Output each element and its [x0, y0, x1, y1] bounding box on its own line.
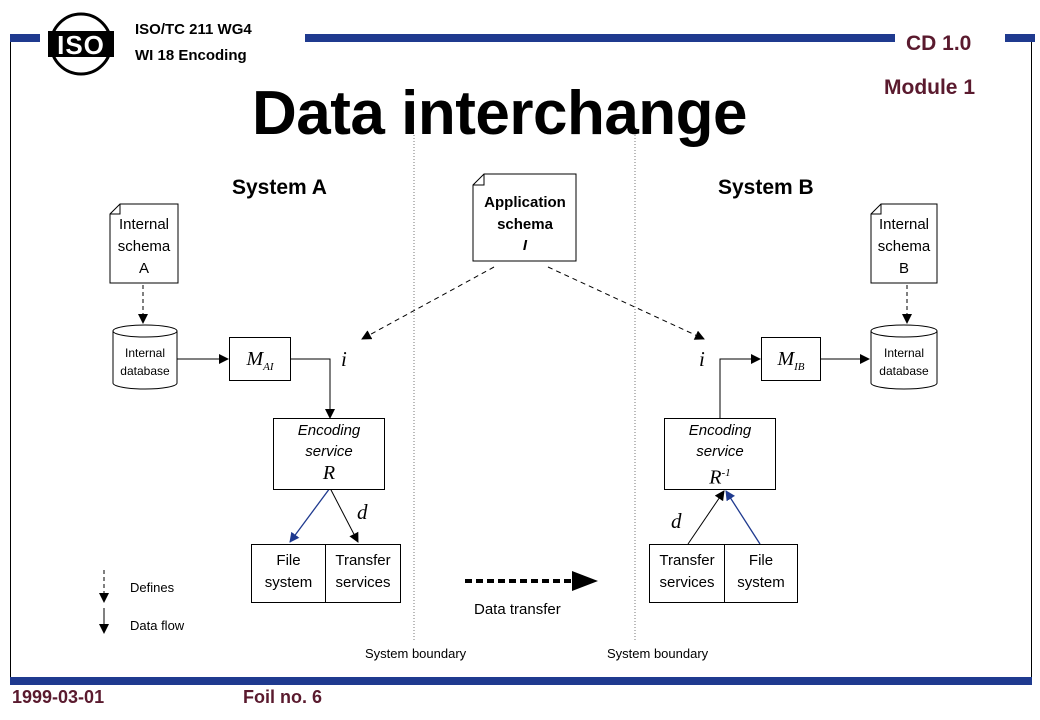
mapping-ai-symbol: M	[246, 348, 264, 370]
system-b-label: System B	[718, 176, 814, 199]
mapping-ai-box: MAI	[229, 337, 291, 381]
mapping-ib-box: MIB	[761, 337, 821, 381]
file-system-a-line1: File	[276, 552, 301, 569]
transfer-services-a: Transfer services	[325, 544, 401, 603]
internal-schema-b-line2: schema	[877, 238, 931, 255]
header-bar-left	[10, 34, 40, 42]
encoding-service-b: Encoding service R-1	[664, 418, 776, 490]
transfer-services-a-line1: Transfer	[335, 552, 391, 569]
internal-schema-a-line1: Internal	[118, 216, 170, 233]
file-system-a-line2: system	[264, 574, 313, 591]
internal-database-b: Internal database	[871, 345, 937, 385]
transfer-services-a-line2: services	[335, 574, 391, 591]
internal-database-b-line2: database	[879, 364, 929, 378]
transfer-services-b: Transfer services	[649, 544, 725, 603]
legend-defines: Defines	[130, 580, 175, 595]
module-label: Module 1	[884, 76, 976, 99]
application-schema: Application schema I	[473, 192, 577, 260]
footer-bar	[10, 677, 1032, 685]
frame-right	[1031, 42, 1032, 677]
encoding-service-a: Encoding service R	[273, 418, 385, 490]
file-system-b: File system	[724, 544, 798, 603]
internal-schema-b-line3: B	[898, 260, 909, 277]
version-label: CD 1.0	[906, 32, 972, 55]
internal-schema-a-shape	[109, 203, 179, 284]
encoding-service-b-superscript: -1	[721, 467, 731, 479]
internal-schema-a-line2: schema	[117, 238, 171, 255]
internal-schema-a-line3: A	[138, 260, 149, 277]
header-bar-right	[1005, 34, 1035, 42]
encoding-service-a-line1: Encoding	[297, 422, 361, 439]
system-boundary-left-label: System boundary	[365, 646, 467, 661]
org-line-1: ISO/TC 211 WG4	[135, 21, 252, 38]
application-schema-shape	[472, 173, 577, 262]
internal-database-a-line1: Internal	[124, 346, 166, 360]
encoding-service-b-line1: Encoding	[688, 422, 752, 439]
internal-database-a-shape	[112, 331, 178, 390]
internal-schema-b-shape	[870, 203, 938, 284]
data-label-b: d	[671, 509, 682, 533]
page-title: Data interchange	[252, 79, 748, 148]
encoding-service-a-line2: service	[305, 443, 353, 460]
file-system-a: File system	[251, 544, 326, 603]
interchange-label-b: i	[699, 347, 705, 371]
internal-schema-b: Internal schema B	[871, 214, 937, 284]
internal-schema-a: Internal schema A	[110, 214, 178, 284]
mapping-ib-symbol: M	[777, 348, 795, 370]
frame-left	[10, 42, 11, 677]
transfer-services-b-line1: Transfer	[659, 552, 715, 569]
encoding-service-b-line2: service	[696, 443, 744, 460]
system-a-label: System A	[232, 176, 327, 199]
encoding-service-a-symbol: R	[322, 462, 336, 484]
file-system-b-line1: File	[748, 552, 774, 569]
mapping-ib-subscript: IB	[794, 361, 805, 373]
encoding-service-b-symbol: R	[709, 466, 722, 489]
footer-date: 1999-03-01	[12, 687, 105, 707]
application-schema-line2: schema	[497, 216, 553, 233]
internal-schema-b-line1: Internal	[878, 216, 930, 233]
mapping-ai-subscript: AI	[263, 361, 274, 373]
iso-logo-text: ISO	[57, 30, 105, 60]
internal-database-a-line2: database	[120, 364, 170, 378]
application-schema-line3: I	[522, 237, 528, 254]
iso-logo: ISO	[45, 12, 117, 76]
legend-data-flow: Data flow	[130, 618, 185, 633]
internal-database-b-line1: Internal	[883, 346, 925, 360]
application-schema-line1: Application	[484, 194, 566, 211]
header-bar-mid	[305, 34, 895, 42]
data-transfer-label: Data transfer	[474, 601, 561, 618]
org-line-2: WI 18 Encoding	[135, 47, 247, 64]
data-label-a: d	[357, 500, 368, 524]
system-boundary-right-label: System boundary	[607, 646, 709, 661]
internal-database-b-shape	[870, 331, 938, 390]
transfer-services-b-line2: services	[659, 574, 715, 591]
footer-foil: Foil no. 6	[243, 687, 322, 707]
interchange-label-a: i	[341, 347, 347, 371]
internal-database-a: Internal database	[113, 345, 177, 385]
file-system-b-line2: system	[737, 574, 785, 591]
